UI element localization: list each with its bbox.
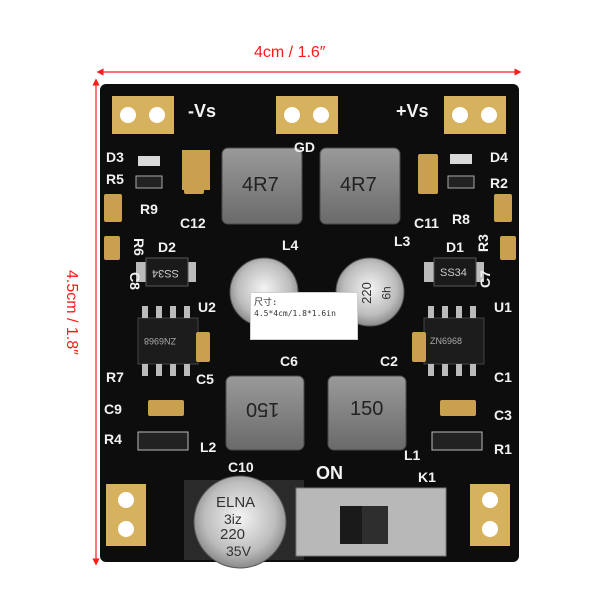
label-c8: C8 xyxy=(126,272,143,290)
label-c5: C5 xyxy=(196,371,214,387)
capacitor-c2-marking: 220 xyxy=(358,282,374,304)
inductor-l2-marking: 150 xyxy=(246,398,280,420)
inductor-l4-marking: 4R7 xyxy=(242,174,279,196)
height-dimension-label: 4.5cm / 1.8″ xyxy=(63,270,80,355)
label-u1: U1 xyxy=(494,299,512,315)
size-caption-box: 尺寸: 4.5*4cm/1.8*1.6in xyxy=(250,292,358,340)
label-pos-vs: +Vs xyxy=(396,101,429,121)
label-d4: D4 xyxy=(490,149,508,165)
ic-u1-marking: ZN6968 xyxy=(430,336,463,346)
width-dimension-label: 4cm / 1.6″ xyxy=(254,44,326,61)
label-c7: C7 xyxy=(476,270,493,288)
label-r9: R9 xyxy=(140,201,158,217)
ic-u2-marking: ZN6968 xyxy=(144,336,177,346)
size-caption-value: 4.5*4cm/1.8*1.6in xyxy=(254,309,336,318)
capacitor-c10-voltage: 35V xyxy=(226,543,251,559)
label-r1: R1 xyxy=(494,441,512,457)
label-l3: L3 xyxy=(394,233,411,249)
diode-d2-marking: SS34 xyxy=(152,267,179,279)
label-r3: R3 xyxy=(474,234,491,252)
smd-components xyxy=(104,154,516,451)
label-neg-vs: -Vs xyxy=(188,101,217,121)
inductor-l1-marking: 150 xyxy=(350,398,384,420)
label-c10: C10 xyxy=(228,459,254,475)
label-l4: L4 xyxy=(282,237,299,253)
label-c3: C3 xyxy=(494,407,512,423)
label-c9: C9 xyxy=(104,401,122,417)
capacitor-c10 xyxy=(184,475,304,569)
label-c1: C1 xyxy=(494,369,512,385)
label-c6: C6 xyxy=(280,353,298,369)
diode-d2 xyxy=(136,257,196,287)
size-caption-title: 尺寸: xyxy=(254,298,278,308)
label-r6: R6 xyxy=(130,238,147,256)
label-l2: L2 xyxy=(200,439,217,455)
label-u2: U2 xyxy=(198,299,216,315)
label-r5: R5 xyxy=(106,171,124,187)
diode-d1 xyxy=(424,257,484,287)
inductor-l3-marking: 4R7 xyxy=(340,174,377,196)
capacitor-c10-brand: ELNA xyxy=(216,494,256,511)
inductor-l1 xyxy=(327,375,407,451)
label-r8: R8 xyxy=(452,211,470,227)
label-d1: D1 xyxy=(446,239,464,255)
inductor-l2 xyxy=(225,375,305,451)
capacitor-c10-value: 220 xyxy=(220,526,246,543)
label-d3: D3 xyxy=(106,149,124,165)
label-r4: R4 xyxy=(104,431,122,447)
label-r7: R7 xyxy=(106,369,124,385)
label-c12: C12 xyxy=(180,215,206,231)
label-l1: L1 xyxy=(404,447,421,463)
diode-d1-marking: SS34 xyxy=(440,267,467,279)
ic-u1 xyxy=(423,306,485,376)
label-k1: K1 xyxy=(418,469,436,485)
capacitor-c2-code: 6h xyxy=(379,286,394,300)
label-gd: GD xyxy=(294,139,315,155)
slide-switch-k1 xyxy=(295,487,447,557)
inductor-l3 xyxy=(319,147,401,225)
label-c2: C2 xyxy=(380,353,398,369)
capacitor-c10-series: 3iz xyxy=(224,511,242,527)
label-r2: R2 xyxy=(490,175,508,191)
ic-u2 xyxy=(137,306,199,376)
label-d2: D2 xyxy=(158,239,176,255)
label-c11: C11 xyxy=(414,215,439,231)
label-on: ON xyxy=(316,463,343,483)
